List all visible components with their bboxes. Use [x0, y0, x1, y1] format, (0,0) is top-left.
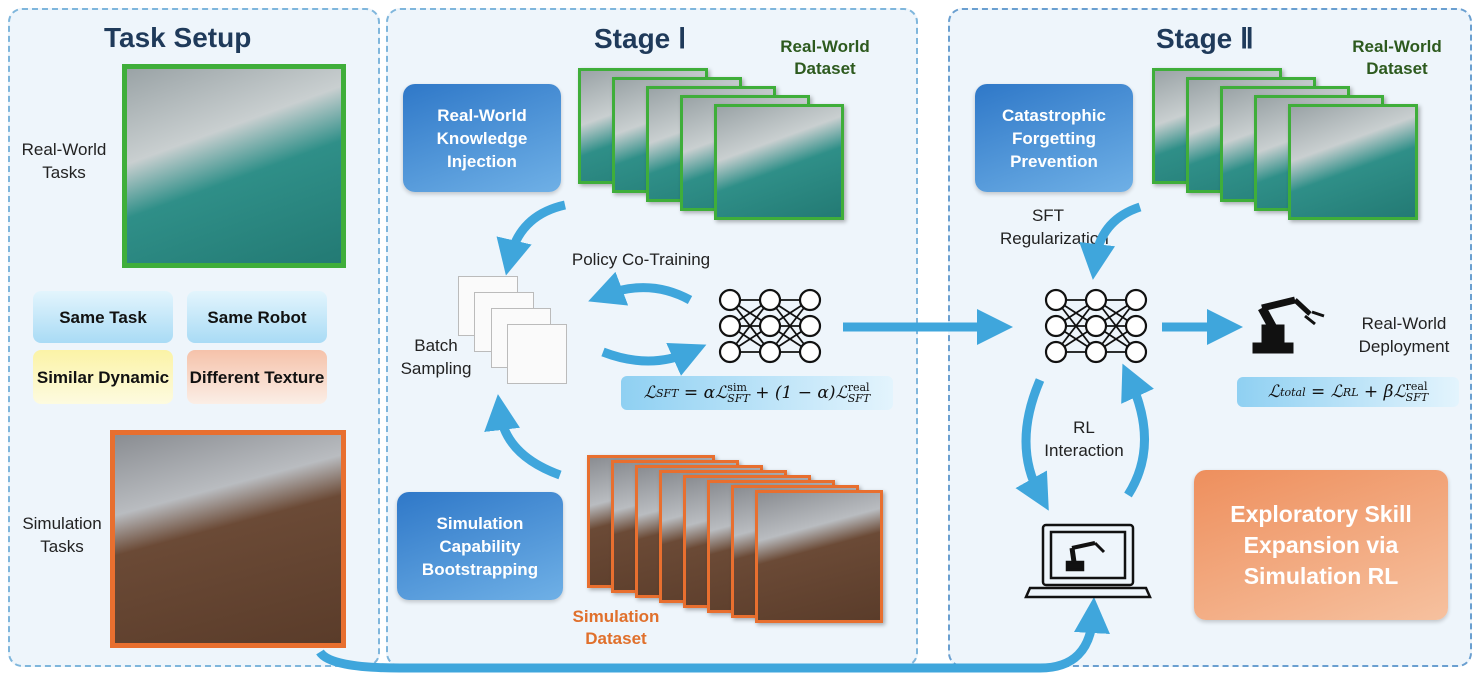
formula-part: SFT — [847, 392, 871, 405]
task-setup-title: Task Setup — [104, 22, 252, 53]
policy-cotraining-label: Policy Co-Training — [571, 250, 711, 269]
arrow-rl-down — [1015, 378, 1049, 511]
arrow-sft-reg — [1079, 202, 1142, 280]
formula-part: total — [1280, 385, 1306, 399]
network-node — [1124, 340, 1148, 364]
sim-dataset-frame — [755, 490, 883, 623]
real-world-task-image — [122, 64, 346, 268]
arrow-rl-up — [1121, 363, 1154, 498]
batch-sampling-label: Batch Sampling — [400, 336, 472, 378]
network-node — [1084, 340, 1108, 364]
arrow-sim-to-laptop — [316, 597, 1110, 673]
network-node — [1124, 314, 1148, 338]
network-node — [758, 314, 782, 338]
rl-interaction-label: RL Interaction — [1044, 418, 1124, 460]
network-node — [1124, 288, 1148, 312]
simulation-tasks-label: Simulation Tasks — [22, 514, 102, 556]
formula-part: real — [847, 381, 870, 394]
network-node — [718, 288, 742, 312]
formula-part: + (1 − α)ℒ — [755, 383, 848, 403]
stage2-title: Stage Ⅱ — [1156, 23, 1254, 54]
network-node — [1044, 314, 1068, 338]
network-node — [1084, 314, 1108, 338]
network-node — [798, 340, 822, 364]
formula-part: SFT — [656, 386, 679, 400]
network-node — [758, 288, 782, 312]
real-dataset-frame — [714, 104, 844, 220]
network-node — [1044, 340, 1068, 364]
real-dataset-frame — [1288, 104, 1418, 220]
stage2-real-dataset-title: Real-World Dataset — [1352, 37, 1442, 78]
network-node — [798, 314, 822, 338]
arrow-batch-to-net — [601, 342, 707, 376]
knowledge-injection-box: Real-World Knowledge Injection — [403, 84, 561, 192]
chip-different-texture: Different Texture — [187, 350, 327, 404]
policy-network-icon-stage1 — [718, 288, 822, 364]
sim-bootstrapping-box: Simulation Capability Bootstrapping — [397, 492, 563, 600]
formula-part: real — [1405, 380, 1428, 393]
network-node — [1044, 288, 1068, 312]
simulation-dataset-title: Simulation Dataset — [572, 607, 660, 648]
stage1-title: Stage Ⅰ — [594, 23, 687, 54]
formula-part: SFT — [727, 392, 750, 405]
chip-similar-dynamic: Similar Dynamic — [33, 350, 173, 404]
formula-part: ℒ — [643, 383, 656, 403]
formula-part: sim — [727, 381, 747, 394]
simulation-task-image — [110, 430, 346, 648]
formula-part: SFT — [1405, 391, 1429, 404]
formula-part: RL — [1342, 385, 1359, 399]
network-node — [718, 340, 742, 364]
arrow-sim-to-batch — [484, 394, 562, 480]
deployment-label: Real-World Deployment — [1358, 314, 1450, 356]
exploratory-skill-box: Exploratory Skill Expansion via Simulati… — [1194, 470, 1448, 620]
arrow-net-to-batch — [588, 271, 693, 306]
robot-arm-icon — [1252, 296, 1325, 354]
laptop-sim-icon — [1024, 523, 1152, 599]
real-world-tasks-label: Real-World Tasks — [21, 140, 107, 182]
arrow-real-to-batch — [496, 200, 567, 276]
network-node — [718, 314, 742, 338]
forgetting-prevention-box: Catastrophic Forgetting Prevention — [975, 84, 1133, 192]
policy-network-icon-stage2 — [1044, 288, 1148, 364]
network-node — [1084, 288, 1108, 312]
stage1-real-dataset-title: Real-World Dataset — [780, 37, 870, 78]
formula-part: + βℒ — [1363, 382, 1406, 402]
formula-part: = αℒ — [683, 383, 728, 403]
batch-paper — [507, 324, 567, 384]
network-node — [758, 340, 782, 364]
network-node — [798, 288, 822, 312]
formula-part: = ℒ — [1311, 382, 1343, 402]
chip-same-task: Same Task — [33, 291, 173, 343]
chip-same-robot: Same Robot — [187, 291, 327, 343]
formula-part: ℒ — [1267, 382, 1281, 402]
